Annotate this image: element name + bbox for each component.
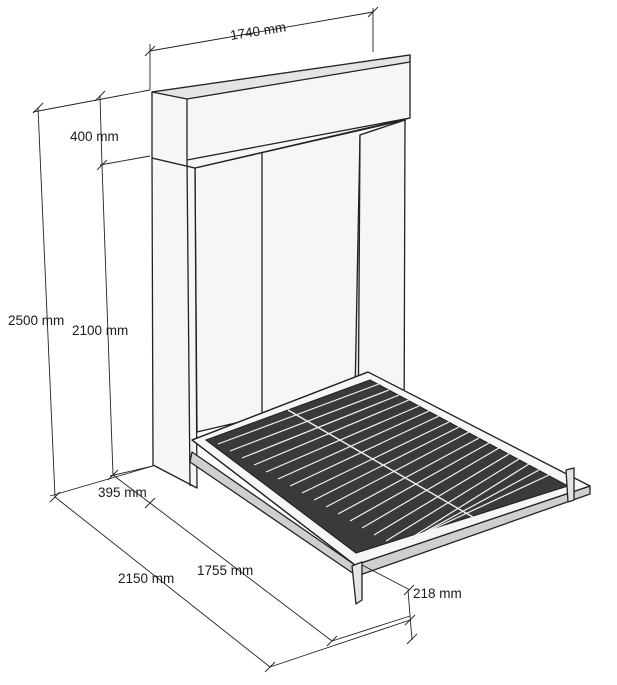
- label-bed-length: 1755 mm: [197, 563, 253, 578]
- cabinet-left-side-panel: [151, 157, 198, 489]
- label-top-width: 1740 mm: [229, 19, 287, 43]
- header-box-top: [151, 54, 411, 100]
- center-support-rail: [287, 409, 479, 521]
- header-box-bottom-edge: [186, 117, 411, 161]
- bed-foot-bracket: [565, 467, 575, 503]
- bed-left-rail: [191, 439, 356, 566]
- label-total-depth: 2150 mm: [118, 571, 174, 586]
- label-leg-height: 218 mm: [413, 586, 462, 601]
- label-cabinet-height: 2100 mm: [72, 323, 128, 338]
- label-header-height: 400 mm: [70, 129, 119, 144]
- bed-slats: [217, 383, 550, 547]
- label-depth-closed: 395 mm: [98, 485, 147, 500]
- dimension-lines: [32, 6, 418, 673]
- bed-head-rail: [191, 371, 369, 441]
- left-panel-edge: [186, 159, 191, 487]
- bed-leg: [351, 561, 363, 605]
- label-total-height: 2500 mm: [8, 313, 64, 328]
